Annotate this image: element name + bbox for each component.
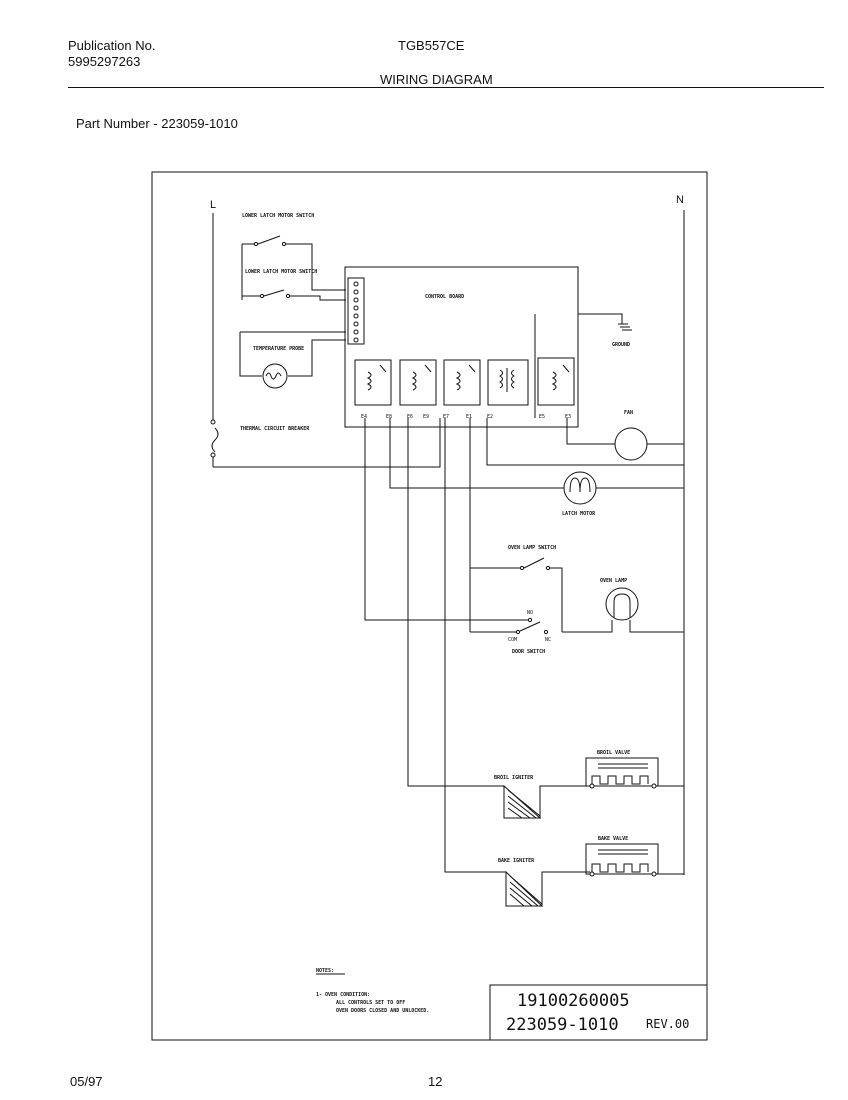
latch-motor (389, 418, 684, 505)
ground-label: GROUND (612, 342, 630, 348)
transformer (487, 359, 529, 406)
bake-igniter (444, 418, 590, 907)
pin-label: E6 (407, 414, 413, 420)
notes-line-2: ALL CONTROLS SET TO OFF (336, 1000, 405, 1006)
broil-igniter-label: BROIL IGNITER (494, 775, 534, 781)
thermal-breaker-label: THERMAL CIRCUIT BREAKER (240, 426, 310, 432)
door-switch (364, 418, 549, 635)
relay-k1 (354, 359, 392, 406)
ground-symbol (578, 313, 632, 331)
line-label: L (210, 199, 216, 211)
thermal-breaker (210, 419, 219, 467)
temperature-probe (239, 331, 346, 389)
drawing-code: 19100260005 (517, 991, 630, 1011)
bake-valve (585, 843, 684, 877)
control-board-label: CONTROL BOARD (425, 294, 464, 300)
title-block (489, 984, 708, 1041)
board-pins: E4 E8 E6 E9 E7 E1 E2 E5 E3 (361, 414, 571, 420)
relay-k4 (537, 357, 575, 406)
line-feed-wire (213, 418, 441, 468)
model-number: TGB557CE (398, 38, 465, 53)
latch-motor-switch (242, 289, 346, 301)
pin-label: E5 (539, 414, 545, 420)
oven-lamp-switch-label: OVEN LAMP SWITCH (508, 545, 556, 551)
pin-label: E9 (423, 414, 429, 420)
notes-line-1: 1- OVEN CONDITION: (316, 992, 370, 998)
latch-motor-label: LATCH MOTOR (562, 511, 596, 517)
no-label: NO (527, 610, 533, 616)
neutral-label: N (676, 194, 684, 206)
drawing-revision: REV.00 (646, 1017, 689, 1031)
drawing-number: 223059-1010 (506, 1015, 619, 1035)
broil-valve-label: BROIL VALVE (597, 750, 630, 756)
oven-lamp-switch (469, 418, 563, 632)
latch-motor-switch-label: LOWER LATCH MOTOR SWITCH (245, 269, 317, 275)
temperature-probe-label: TEMPERATURE PROBE (253, 346, 304, 352)
control-board (344, 266, 579, 428)
pin-label: E3 (565, 414, 571, 420)
pin-label: E7 (443, 414, 449, 420)
title-rule (68, 87, 824, 88)
com-label: COM (508, 637, 517, 643)
part-number: Part Number - 223059-1010 (76, 116, 238, 131)
board-connector (347, 277, 365, 345)
lower-latch-switch (241, 235, 346, 300)
relay-k2 (399, 359, 437, 406)
publication-label: Publication No. (68, 38, 156, 53)
footer-date: 05/97 (70, 1074, 103, 1089)
fan-motor (566, 418, 684, 461)
notes-title: NOTES: (316, 968, 334, 974)
oven-lamp (562, 587, 684, 633)
relay-k3 (443, 359, 481, 406)
nc-label: NC (545, 637, 551, 643)
oven-lamp-label: OVEN LAMP (600, 578, 627, 584)
pin-label: E2 (487, 414, 493, 420)
lower-latch-switch-label: LOWER LATCH MOTOR SWITCH (242, 213, 314, 219)
fan-label: FAN (624, 410, 633, 416)
door-switch-label: DOOR SWITCH (512, 649, 545, 655)
broil-igniter (407, 418, 590, 819)
connector-terminals (353, 281, 359, 343)
bake-igniter-label: BAKE IGNITER (498, 858, 535, 864)
notes-line-3: OVEN DOORS CLOSED AND UNLOCKED. (336, 1008, 429, 1014)
bake-valve-label: BAKE VALVE (598, 836, 628, 842)
page-title: WIRING DIAGRAM (380, 72, 493, 87)
broil-valve (585, 757, 684, 789)
publication-number: 5995297263 (68, 54, 141, 69)
page-number: 12 (428, 1074, 443, 1089)
pin-label: E8 (386, 414, 392, 420)
e2-neutral-wire (486, 418, 684, 466)
diagram-frame (151, 171, 708, 1041)
pin-label: E1 (466, 414, 472, 420)
pin-label: E4 (361, 414, 367, 420)
